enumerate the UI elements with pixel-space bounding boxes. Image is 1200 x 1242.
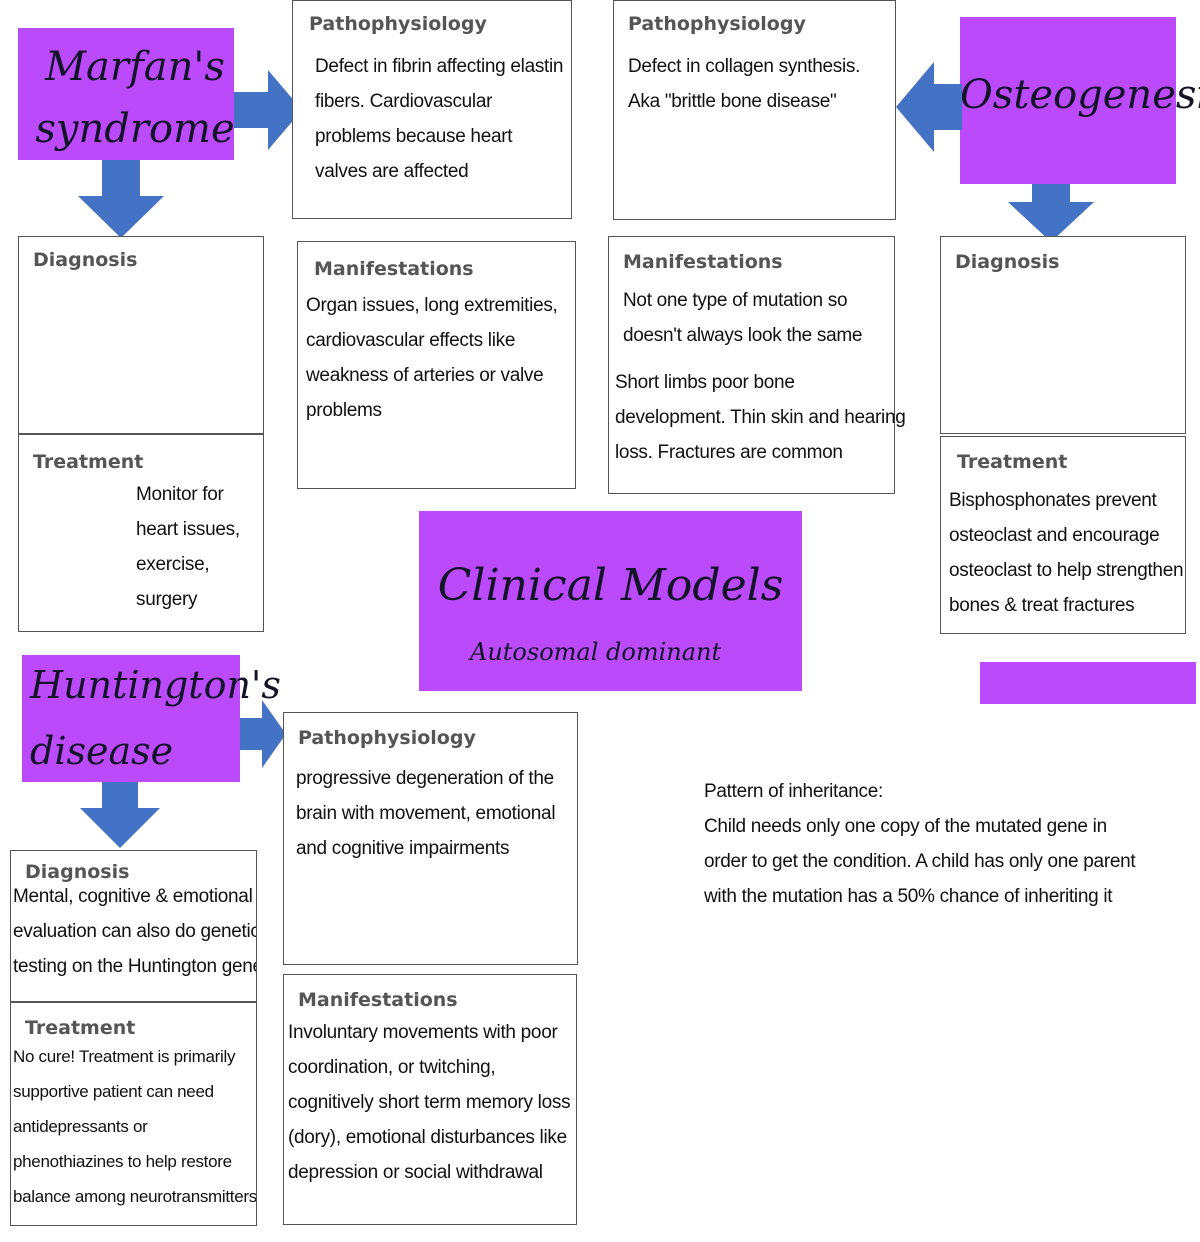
section-text: Not one type of mutation so doesn't alwa… xyxy=(623,290,863,346)
inheritance-label: Pattern of inheritance: xyxy=(704,781,883,802)
osteo-treatment-box: Treatment Bisphosphonates prevent osteoc… xyxy=(940,436,1186,634)
section-text: Short limbs poor bone development. Thin … xyxy=(615,372,906,463)
center-subtitle: Autosomal dominant xyxy=(470,638,722,666)
section-header: Manifestations xyxy=(314,258,474,280)
arrow-down-icon xyxy=(1008,184,1094,242)
marfan-manifestations-box: Manifestations Organ issues, long extrem… xyxy=(297,241,576,489)
decorative-box xyxy=(980,662,1196,704)
huntington-pathophysiology-box: Pathophysiology progressive degeneration… xyxy=(283,712,578,965)
section-text: Involuntary movements with poor coordina… xyxy=(288,1022,571,1183)
osteo-manifestations-box: Manifestations Not one type of mutation … xyxy=(608,236,906,494)
section-text: No cure! Treatment is primarily supporti… xyxy=(13,1047,257,1206)
marfan-treatment-box: Treatment Monitor for heart issues, exer… xyxy=(18,434,264,632)
marfan-title-box xyxy=(18,28,234,160)
inheritance-text: Child needs only one copy of the mutated… xyxy=(704,816,1136,907)
huntington-treatment-box: Treatment No cure! Treatment is primaril… xyxy=(10,1002,257,1226)
osteo-title-box xyxy=(960,17,1176,184)
arrow-left-icon xyxy=(896,62,962,152)
arrow-right-icon xyxy=(234,70,302,150)
section-header: Diagnosis xyxy=(955,251,1060,273)
marfan-pathophysiology-box: Pathophysiology Defect in fibrin affecti… xyxy=(292,0,572,219)
section-header: Diagnosis xyxy=(25,861,130,883)
center-title: Clinical Models xyxy=(437,560,784,611)
section-header: Pathophysiology xyxy=(309,13,487,35)
section-header: Pathophysiology xyxy=(628,13,806,35)
section-text: Monitor for heart issues, exercise, surg… xyxy=(136,484,240,610)
section-header: Diagnosis xyxy=(33,249,138,271)
huntington-title-box xyxy=(22,655,240,782)
section-text: Organ issues, long extremities, cardiova… xyxy=(306,295,558,421)
section-header: Pathophysiology xyxy=(298,727,476,749)
section-header: Treatment xyxy=(957,451,1068,473)
arrow-down-icon xyxy=(78,160,164,238)
huntington-title: Huntington's disease xyxy=(30,663,281,773)
section-text: Defect in fibrin affecting elastin fiber… xyxy=(315,56,564,182)
section-text: Bisphosphonates prevent osteoclast and e… xyxy=(949,490,1184,616)
arrow-down-icon xyxy=(80,782,160,848)
section-header: Manifestations xyxy=(623,251,783,273)
section-text: Defect in collagen synthesis. Aka "britt… xyxy=(628,56,861,112)
huntington-manifestations-box: Manifestations Involuntary movements wit… xyxy=(283,974,577,1225)
section-header: Treatment xyxy=(25,1017,136,1039)
osteo-pathophysiology-box: Pathophysiology Defect in collagen synth… xyxy=(613,0,896,220)
marfan-title: Marfan's syndrome xyxy=(35,44,235,152)
huntington-diagnosis-box: Diagnosis Mental, cognitive & emotional … xyxy=(10,850,257,1002)
section-text: progressive degeneration of the brain wi… xyxy=(296,768,556,859)
marfan-diagnosis-box: Diagnosis xyxy=(18,236,264,434)
section-header: Treatment xyxy=(33,451,144,473)
osteo-diagnosis-box: Diagnosis xyxy=(940,236,1186,434)
center-title-box xyxy=(419,511,802,691)
section-header: Manifestations xyxy=(298,989,458,1011)
section-text: Mental, cognitive & emotional evaluation… xyxy=(13,886,257,977)
arrow-right-icon xyxy=(240,700,286,768)
osteo-title: Osteogenesis xyxy=(960,72,1200,118)
